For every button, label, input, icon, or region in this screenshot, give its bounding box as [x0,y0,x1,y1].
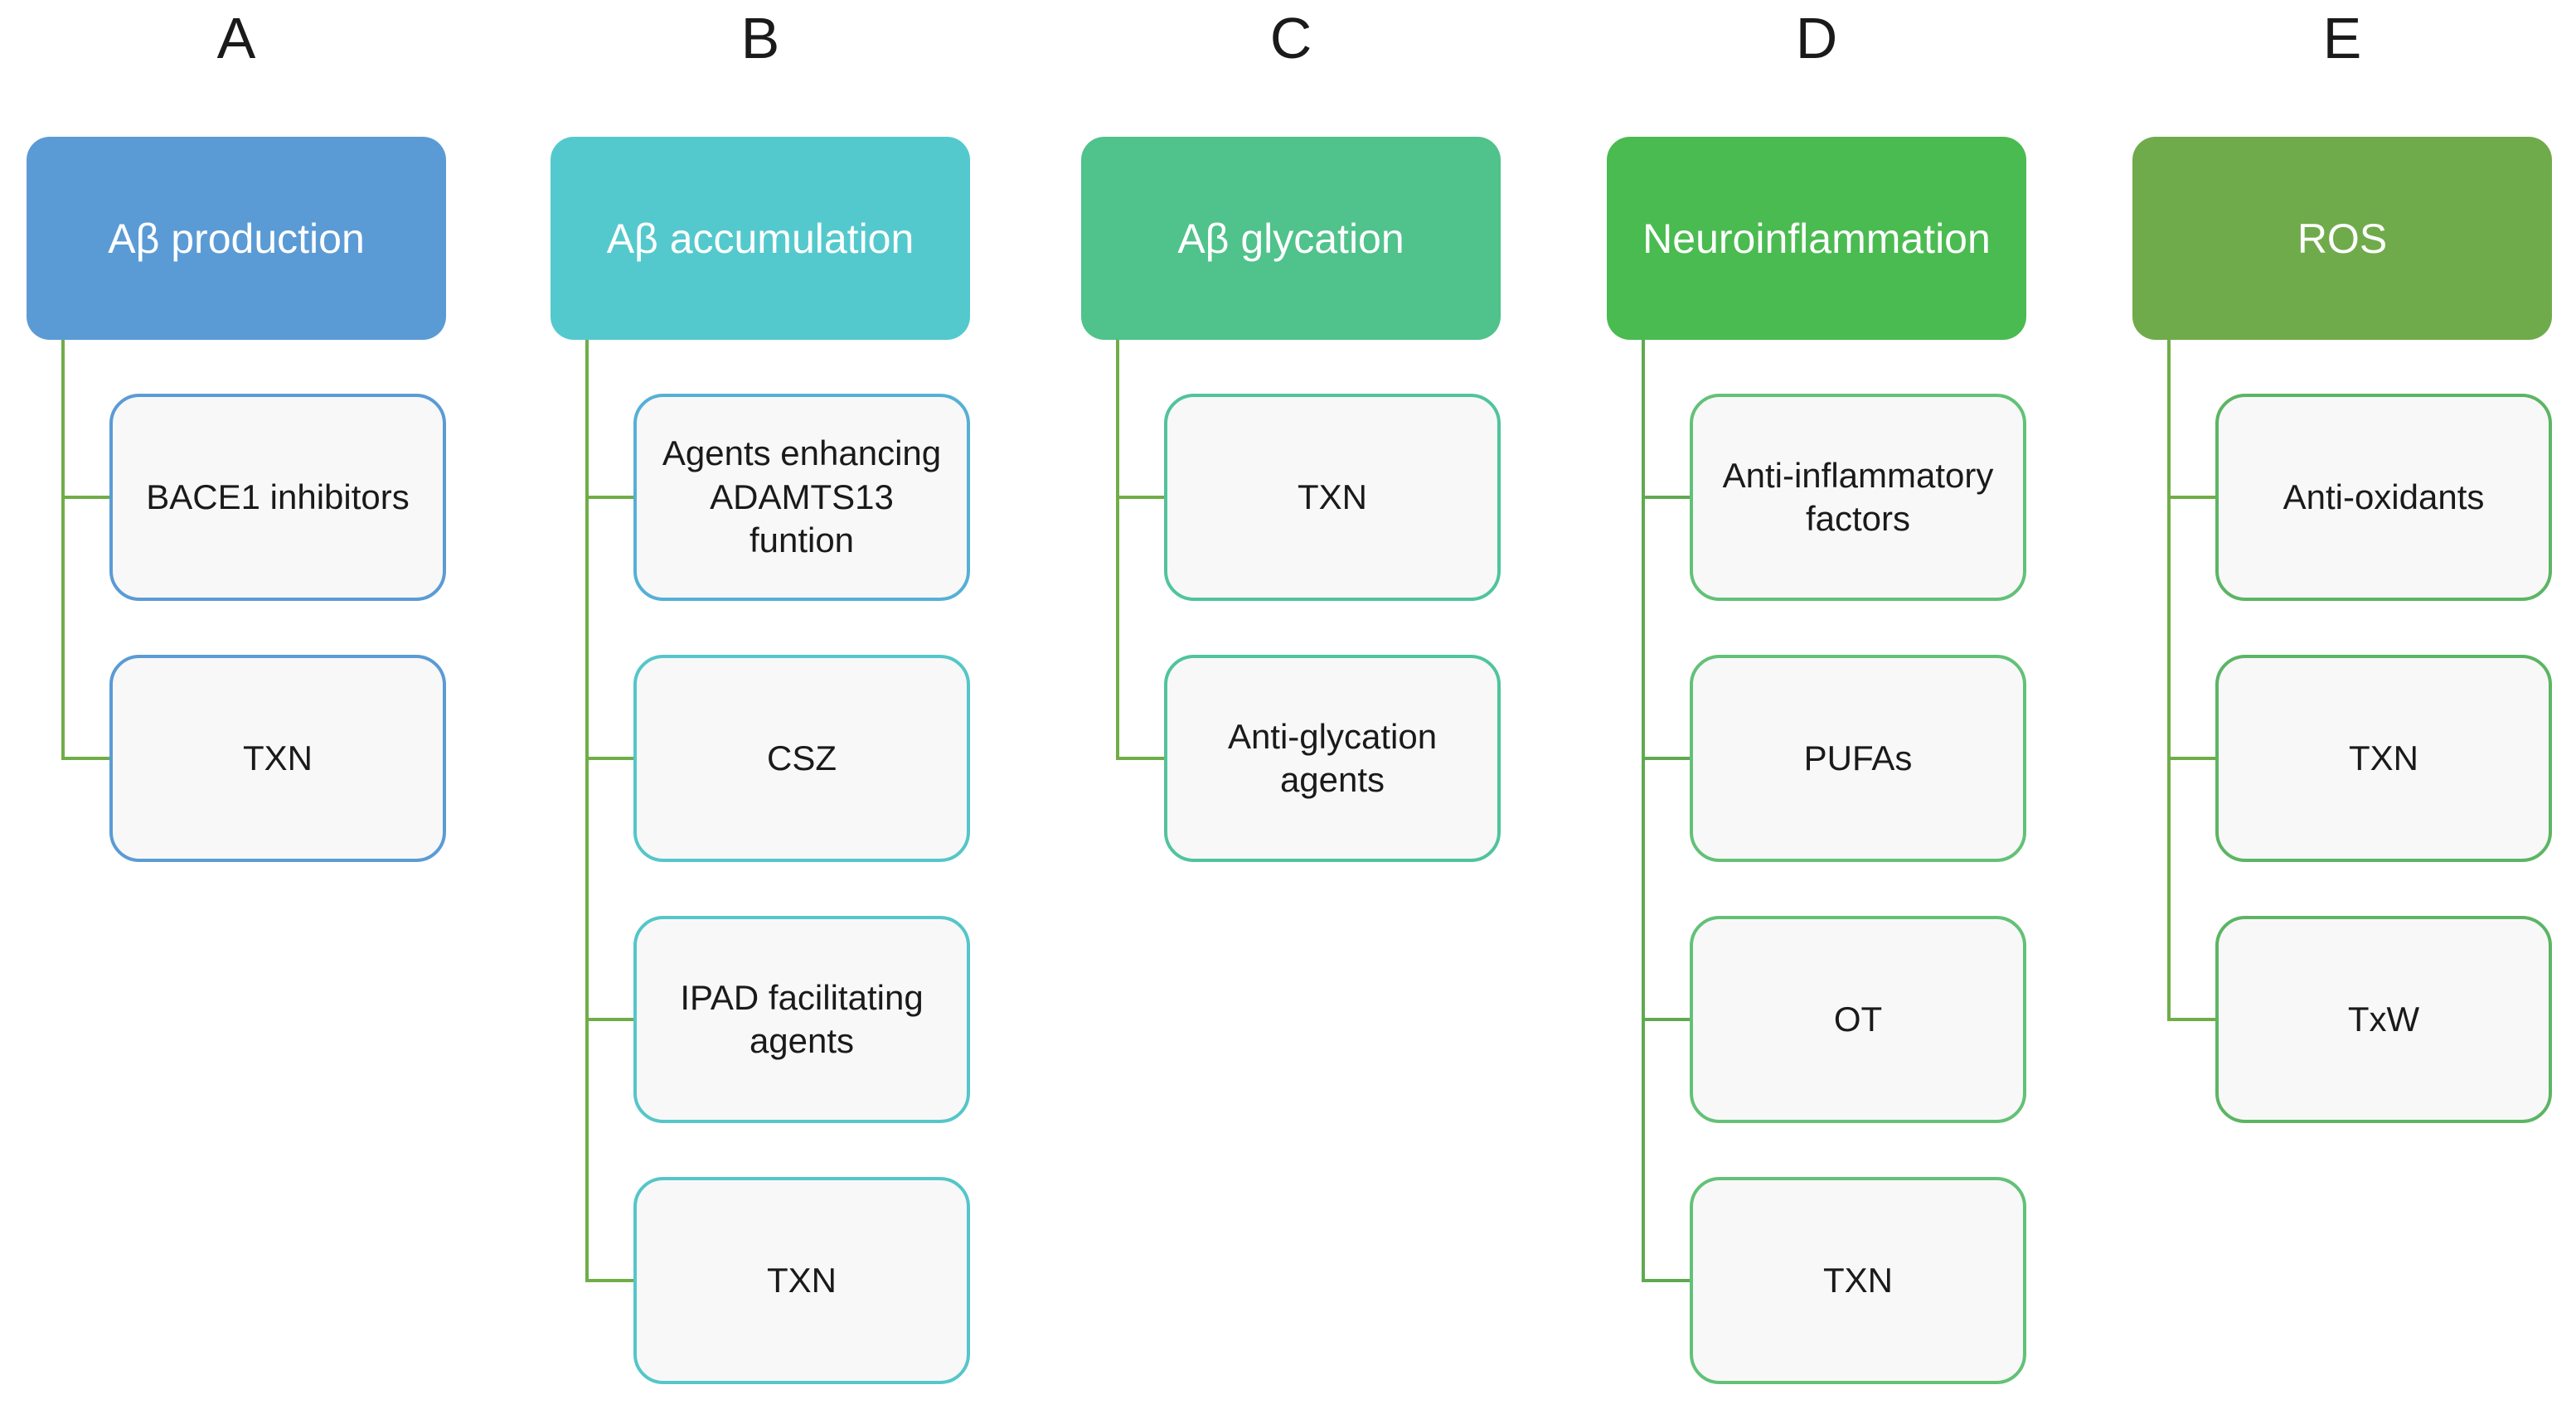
connector-horizontal-line [2167,757,2215,760]
connector-horizontal-line [61,496,109,499]
connector-horizontal-line [1642,1018,1690,1021]
connector-horizontal-line [2167,496,2215,499]
treatment-label: OT [1833,999,1883,1039]
column-label: C [1269,6,1312,70]
category-header-label: ROS [2297,215,2388,262]
connector-horizontal-line [585,1279,633,1282]
treatment-label: TXN [2349,738,2418,777]
connector-horizontal-line [1642,1279,1690,1282]
treatment-label: TXN [1823,1260,1893,1300]
connector-horizontal-line [1642,757,1690,760]
treatment-label: Anti-oxidants [2283,477,2485,516]
connector-horizontal-line [585,496,633,499]
category-header-label: Aβ production [108,215,365,262]
connector-vertical-line [61,340,65,758]
connector-vertical-line [1642,340,1645,1281]
connector-vertical-line [585,340,589,1281]
column-label: B [740,6,780,70]
treatment-box: TXN [1164,394,1501,601]
treatment-box: BACE1 inhibitors [109,394,446,601]
treatment-label: Agents enhancing ADAMTS13 funtion [662,433,942,560]
treatment-label: Anti-glycation agents [1227,716,1438,800]
category-header-label: Aβ accumulation [606,215,914,262]
connector-vertical-line [2167,340,2171,1019]
category-header-box: Aβ accumulation [551,137,970,340]
treatment-label: PUFAs [1803,738,1913,777]
treatment-label: TXN [1298,477,1367,516]
category-header-box: Aβ production [27,137,446,340]
treatment-box: TXN [1690,1177,2026,1384]
column-a: A Aβ production BACE1 inhibitors TXN [27,0,446,1414]
connector-horizontal-line [1116,496,1164,499]
treatment-box: TxW [2215,916,2552,1123]
connector-vertical-line [1116,340,1119,758]
treatment-box: Anti-oxidants [2215,394,2552,601]
column-label: E [2322,6,2362,70]
category-header-box: ROS [2132,137,2552,340]
column-label: D [1795,6,1838,70]
connector-horizontal-line [1116,757,1164,760]
treatment-box: IPAD facilitating agents [633,916,970,1123]
treatment-label: TXN [767,1260,837,1300]
column-c: C Aβ glycation TXN Anti-glycation agents [1081,0,1501,1414]
treatment-label: CSZ [767,738,837,777]
treatment-label: IPAD facilitating agents [680,977,924,1061]
treatment-label: BACE1 inhibitors [146,477,410,516]
treatment-box: PUFAs [1690,655,2026,862]
treatment-label: TXN [243,738,313,777]
treatment-box: TXN [633,1177,970,1384]
category-header-label: Aβ glycation [1177,215,1404,262]
connector-horizontal-line [585,757,633,760]
treatment-box: OT [1690,916,2026,1123]
column-e: E ROS Anti-oxidants TXN TxW [2132,0,2552,1414]
connector-horizontal-line [61,757,109,760]
treatment-box: TXN [2215,655,2552,862]
treatment-box: TXN [109,655,446,862]
treatment-box: Anti-glycation agents [1164,655,1501,862]
connector-horizontal-line [2167,1018,2215,1021]
treatment-label: Anti-inflammatory factors [1722,455,1994,539]
category-header-box: Aβ glycation [1081,137,1501,340]
connector-horizontal-line [1642,496,1690,499]
category-header-label: Neuroinflammation [1642,215,1991,262]
connector-horizontal-line [585,1018,633,1021]
column-d: D Neuroinflammation Anti-inflammatory fa… [1607,0,2026,1414]
treatment-box: CSZ [633,655,970,862]
column-label: A [216,6,256,70]
category-header-box: Neuroinflammation [1607,137,2026,340]
treatment-label: TxW [2347,999,2420,1039]
treatment-box: Anti-inflammatory factors [1690,394,2026,601]
column-b: B Aβ accumulation Agents enhancing ADAMT… [551,0,970,1414]
treatment-box: Agents enhancing ADAMTS13 funtion [633,394,970,601]
